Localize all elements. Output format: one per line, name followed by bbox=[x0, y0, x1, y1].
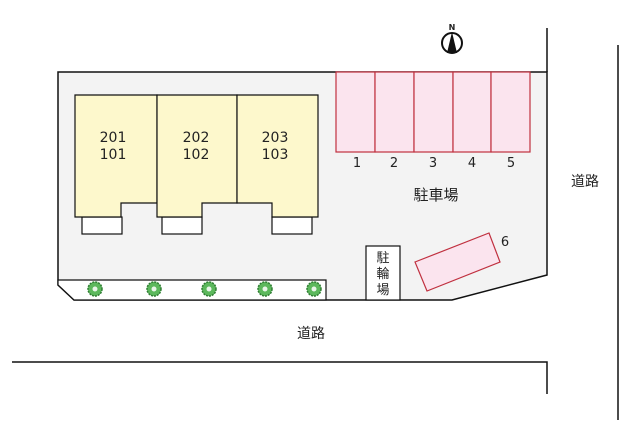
parking-space-5[interactable] bbox=[490, 71, 531, 153]
tree-icon bbox=[257, 281, 273, 297]
parking-number-2: 2 bbox=[390, 156, 398, 171]
porch-101 bbox=[81, 216, 123, 235]
porch-103 bbox=[271, 216, 313, 235]
south-road-label: 道路 bbox=[297, 326, 325, 342]
unit-label-201: 201 bbox=[100, 130, 127, 146]
tree-icon bbox=[146, 281, 162, 297]
east-road-label: 道路 bbox=[571, 174, 599, 190]
parking-space-6[interactable] bbox=[414, 232, 501, 292]
bicycle-parking[interactable] bbox=[365, 245, 401, 301]
north-arrow-icon: N bbox=[441, 23, 463, 54]
trees bbox=[87, 281, 322, 297]
parking-number-3: 3 bbox=[429, 156, 437, 171]
unit-label-103: 103 bbox=[262, 147, 289, 163]
bicycle-parking-char-3: 場 bbox=[376, 283, 389, 298]
parking-space-2[interactable] bbox=[374, 71, 415, 153]
tree-icon bbox=[306, 281, 322, 297]
tree-icon bbox=[87, 281, 103, 297]
compass-label: N bbox=[449, 23, 456, 32]
unit-label-102: 102 bbox=[183, 147, 210, 163]
bicycle-parking-char-2: 輪 bbox=[376, 266, 389, 282]
parking-number-4: 4 bbox=[468, 156, 476, 171]
parking-space-1[interactable] bbox=[335, 71, 376, 153]
tree-icon bbox=[201, 281, 217, 297]
porch-102 bbox=[161, 216, 203, 235]
parking-number-5: 5 bbox=[507, 156, 515, 171]
unit-103-203[interactable] bbox=[236, 94, 319, 218]
parking-spaces bbox=[335, 71, 531, 153]
parking-space-4[interactable] bbox=[452, 71, 492, 153]
parking-number-1: 1 bbox=[353, 156, 361, 171]
parking-number-6: 6 bbox=[501, 235, 509, 250]
bicycle-parking-char-1: 駐 bbox=[376, 251, 389, 266]
parking-space-3[interactable] bbox=[413, 71, 454, 153]
unit-label-101: 101 bbox=[100, 147, 127, 163]
unit-label-202: 202 bbox=[183, 130, 210, 146]
parking-area-label: 駐車場 bbox=[413, 186, 458, 204]
unit-label-203: 203 bbox=[262, 130, 289, 146]
south-road-edge bbox=[12, 361, 548, 394]
